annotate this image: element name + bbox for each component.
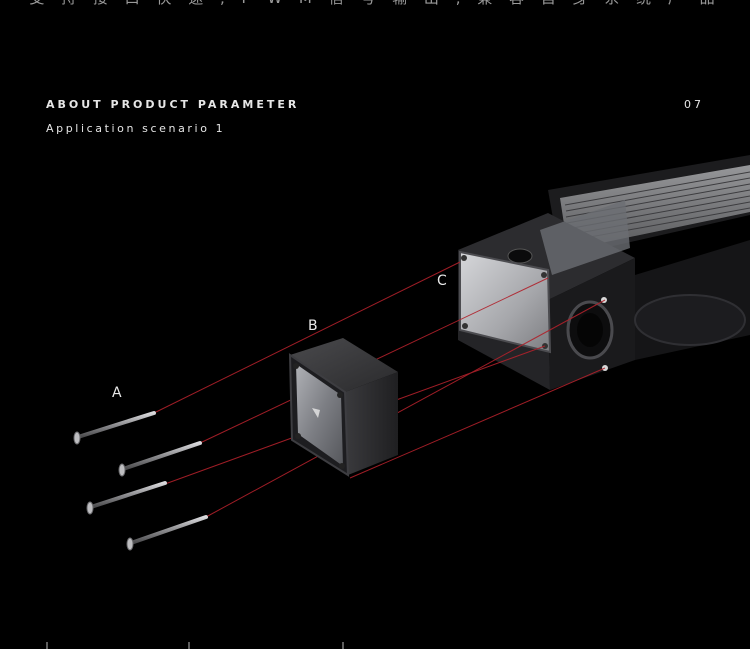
pump-block-icon (288, 338, 398, 477)
screw-icon (118, 441, 202, 477)
radiator-icon (458, 155, 750, 390)
bottom-ticks (46, 642, 344, 649)
callout-c: C (437, 273, 447, 289)
callout-a: A (112, 385, 122, 401)
screw-icon (126, 515, 208, 551)
screw-icon (73, 411, 156, 445)
screw-icon (86, 481, 167, 515)
section-subheading: Application scenario 1 (46, 122, 226, 135)
callout-b: B (308, 318, 318, 334)
page-number: 07 (684, 98, 704, 111)
section-heading: ABOUT PRODUCT PARAMETER (46, 98, 300, 111)
top-caption: 支 持 接 口 快 速 , P W M 信 号 输 出 , 兼 容 自 身 系 … (0, 0, 750, 8)
